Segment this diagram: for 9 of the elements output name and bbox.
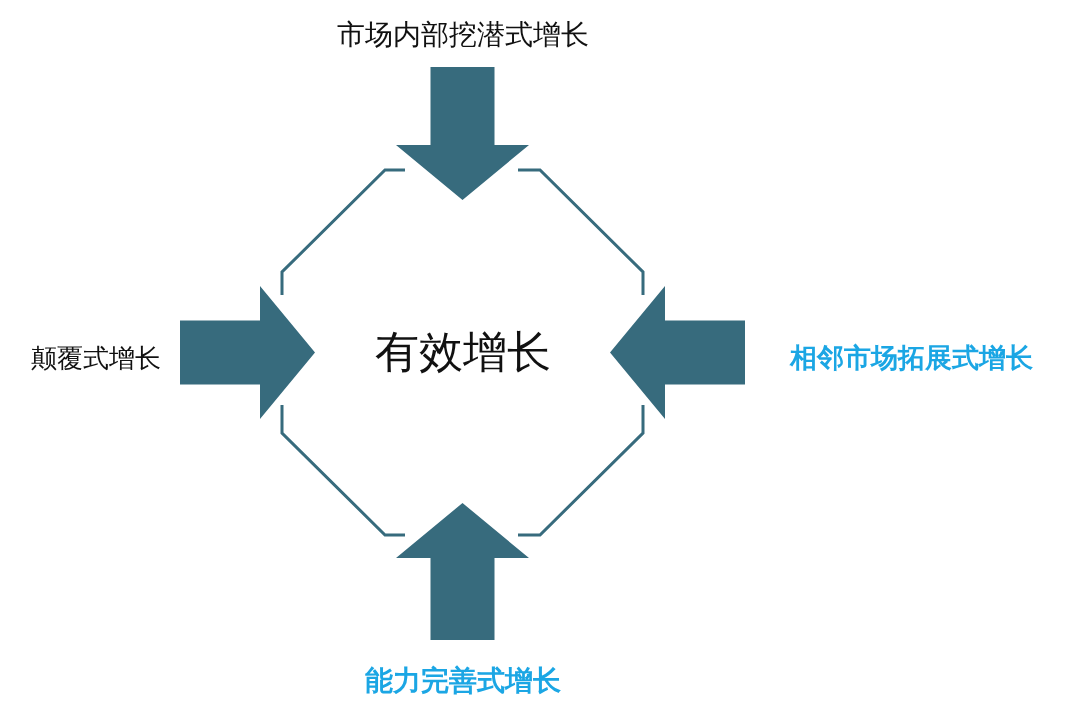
growth-label: 相邻市场拓展式增长 (789, 341, 1033, 375)
block-arrow (610, 286, 745, 419)
block-arrow (180, 286, 315, 419)
growth-label: 市场内部挖潜式增长 (336, 17, 589, 53)
growth-label: 颠覆式增长 (31, 341, 161, 375)
growth-label: 能力完善式增长 (364, 663, 561, 699)
block-arrow (396, 503, 529, 640)
block-arrow (396, 67, 529, 200)
center-label: 有效增长 (374, 325, 551, 379)
